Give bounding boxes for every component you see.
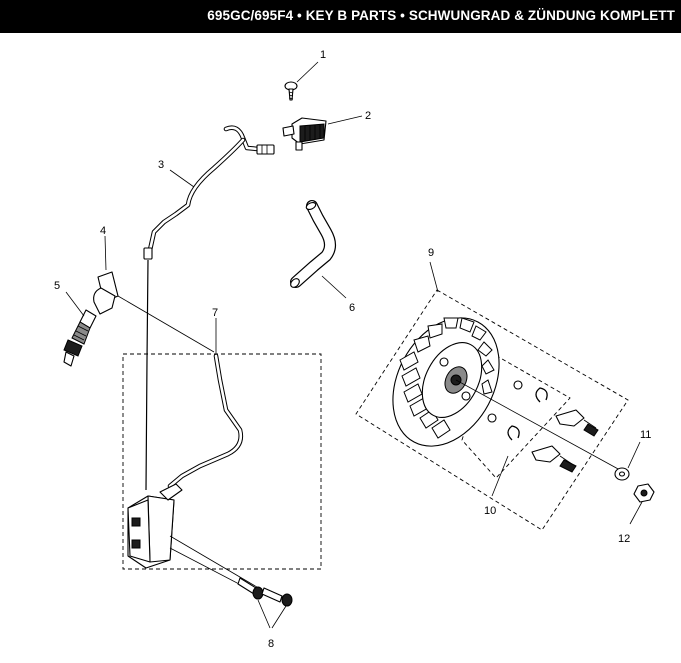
part-1-screw[interactable]	[284, 81, 298, 101]
callout-6: 6	[349, 302, 355, 314]
part-9-flywheel[interactable]	[372, 299, 621, 471]
flywheel-assembly-box	[355, 289, 629, 531]
part-11-washer[interactable]	[614, 467, 630, 481]
callout-10: 10	[484, 505, 496, 517]
part-4-plug-boot[interactable]	[93, 271, 215, 353]
callout-1: 1	[320, 49, 326, 61]
callout-11: 11	[640, 429, 651, 441]
leader-11	[627, 441, 641, 469]
leader-5	[65, 291, 85, 317]
callout-2: 2	[365, 110, 371, 122]
part-10-pawl-kit[interactable]	[487, 380, 599, 473]
leader-8	[257, 599, 287, 629]
leader-1	[296, 61, 319, 83]
part-12-nut[interactable]	[633, 483, 655, 503]
page-title: 695GC/695F4 • KEY B PARTS • SCHWUNGRAD &…	[207, 8, 675, 23]
callout-9: 9	[428, 247, 434, 259]
header-bar: 695GC/695F4 • KEY B PARTS • SCHWUNGRAD &…	[0, 0, 681, 33]
ignition-assembly-box	[122, 353, 322, 570]
callout-3: 3	[158, 159, 164, 171]
part-6-hose[interactable]	[289, 200, 336, 289]
part-8-screws[interactable]	[237, 577, 293, 607]
callout-4: 4	[100, 225, 106, 237]
leader-10	[491, 455, 509, 497]
part-5-spark-plug[interactable]	[63, 309, 97, 367]
callout-5: 5	[54, 280, 60, 292]
callout-8: 8	[268, 638, 274, 650]
part-3-wire-harness[interactable]	[143, 125, 275, 260]
part-7-ignition-coil[interactable]	[127, 259, 263, 597]
callout-12: 12	[618, 533, 630, 545]
leader-9	[429, 261, 439, 293]
leader-12	[629, 501, 643, 525]
leader-2	[327, 115, 363, 125]
leader-3	[169, 169, 195, 188]
part-2-module[interactable]	[282, 117, 327, 151]
leader-6	[321, 275, 347, 299]
callout-7: 7	[212, 307, 218, 319]
leader-4	[104, 235, 107, 271]
